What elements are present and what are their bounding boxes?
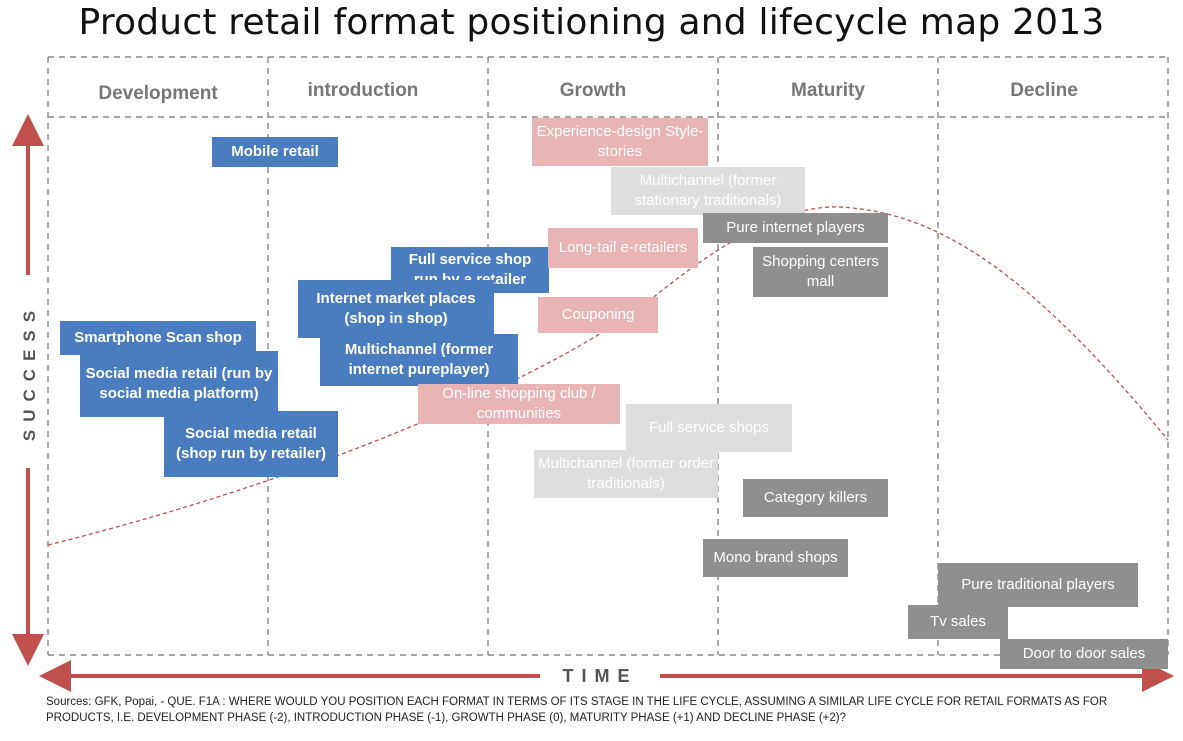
box-multichannel-order: Multichannel (former order traditionals) (534, 450, 718, 498)
page-title: Product retail format positioning and li… (78, 2, 1105, 43)
box-mono-brand: Mono brand shops (703, 539, 848, 577)
box-couponing: Couponing (538, 297, 658, 333)
box-pure-internet: Pure internet players (703, 213, 888, 243)
box-full-service-shops: Full service shops (626, 404, 792, 452)
time-axis-label: TIME (540, 666, 660, 687)
stage-development: Development (98, 83, 218, 104)
box-social-media-retailer: Social media retail (shop run by retaile… (164, 411, 338, 477)
box-social-media-platform: Social media retail (run by social media… (80, 351, 278, 417)
stage-decline: Decline (1010, 80, 1078, 101)
box-tv-sales: Tv sales (908, 605, 1008, 639)
box-door-to-door: Door to door sales (1000, 639, 1168, 669)
lifecycle-curve (47, 206, 1169, 546)
box-internet-market-places: Internet market places (shop in shop) (298, 280, 494, 338)
box-experience-design: Experience-design Style-stories (532, 118, 708, 166)
box-online-shopping-club: On-line shopping club / communities (418, 384, 620, 424)
box-multichannel-pureplayer: Multichannel (former internet pureplayer… (320, 334, 518, 386)
success-axis-label: SUCCESS (20, 302, 39, 442)
source-footnote: Sources: GFK, Popai, - QUE. F1A : WHERE … (46, 696, 1108, 724)
box-multichannel-stationary: Multichannel (former stationary traditio… (611, 167, 805, 215)
box-long-tail: Long-tail e-retailers (548, 228, 698, 268)
box-category-killers: Category killers (743, 479, 888, 517)
box-smartphone-scan-shop: Smartphone Scan shop (60, 321, 256, 355)
box-shopping-centers: Shopping centers mall (753, 247, 888, 297)
stage-growth: Growth (559, 80, 627, 101)
box-mobile-retail: Mobile retail (212, 137, 338, 167)
stage-maturity: Maturity (791, 80, 865, 101)
stage-introduction: introduction (307, 80, 419, 101)
box-pure-traditional: Pure traditional players (938, 563, 1138, 607)
